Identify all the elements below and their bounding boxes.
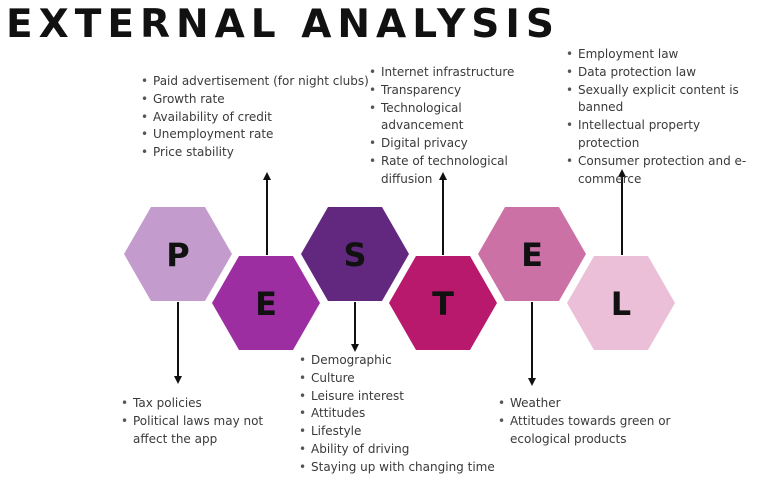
hexagon-economic: E xyxy=(212,256,320,350)
list-item: Tax policies xyxy=(119,395,269,413)
environmental-factors-list: Weather Attitudes towards green or ecolo… xyxy=(496,395,731,448)
list-item: Attitudes towards green or ecological pr… xyxy=(496,413,731,449)
social-factors-list: Demographic Culture Leisure interest Att… xyxy=(297,352,497,477)
list-item: Transparency xyxy=(367,82,527,100)
list-item: Sexually explicit content is banned xyxy=(564,82,764,118)
list-item: Price stability xyxy=(139,144,369,162)
list-item: Culture xyxy=(297,370,497,388)
hexagon-environmental: E xyxy=(478,207,586,301)
hexagon-letter-e1: E xyxy=(255,285,277,323)
list-item: Attitudes xyxy=(297,405,497,423)
hexagon-technological: T xyxy=(389,256,497,350)
list-item: Political laws may not affect the app xyxy=(119,413,269,449)
list-item: Leisure interest xyxy=(297,388,497,406)
list-item: Growth rate xyxy=(139,91,369,109)
hexagon-letter-l: L xyxy=(611,285,631,323)
list-item: Lifestyle xyxy=(297,423,497,441)
list-item: Unemployment rate xyxy=(139,126,369,144)
hexagon-letter-s: S xyxy=(343,236,366,274)
economic-factors-list: Paid advertisement (for night clubs) Gro… xyxy=(139,73,369,162)
list-item: Consumer protection and e-commerce xyxy=(564,153,764,189)
technological-factors-list: Internet infrastructure Transparency Tec… xyxy=(367,64,527,189)
list-item: Paid advertisement (for night clubs) xyxy=(139,73,369,91)
list-item: Data protection law xyxy=(564,64,764,82)
list-item: Internet infrastructure xyxy=(367,64,527,82)
legal-factors-list: Employment law Data protection law Sexua… xyxy=(564,46,764,188)
list-item: Demographic xyxy=(297,352,497,370)
list-item: Availability of credit xyxy=(139,109,369,127)
list-item: Weather xyxy=(496,395,731,413)
hexagon-legal: L xyxy=(567,256,675,350)
list-item: Intellectual property protection xyxy=(564,117,764,153)
list-item: Staying up with changing time xyxy=(297,459,497,477)
hexagon-political: P xyxy=(124,207,232,301)
list-item: Employment law xyxy=(564,46,764,64)
list-item: Technological advancement xyxy=(367,100,527,136)
list-item: Rate of technological diffusion xyxy=(367,153,527,189)
page-title: EXTERNAL ANALYSIS xyxy=(6,2,560,47)
list-item: Ability of driving xyxy=(297,441,497,459)
political-factors-list: Tax policies Political laws may not affe… xyxy=(119,395,269,448)
hexagon-letter-p: P xyxy=(166,236,189,274)
hexagon-letter-e2: E xyxy=(521,236,543,274)
hexagon-letter-t: T xyxy=(432,285,454,323)
list-item: Digital privacy xyxy=(367,135,527,153)
hexagon-social: S xyxy=(301,207,409,301)
